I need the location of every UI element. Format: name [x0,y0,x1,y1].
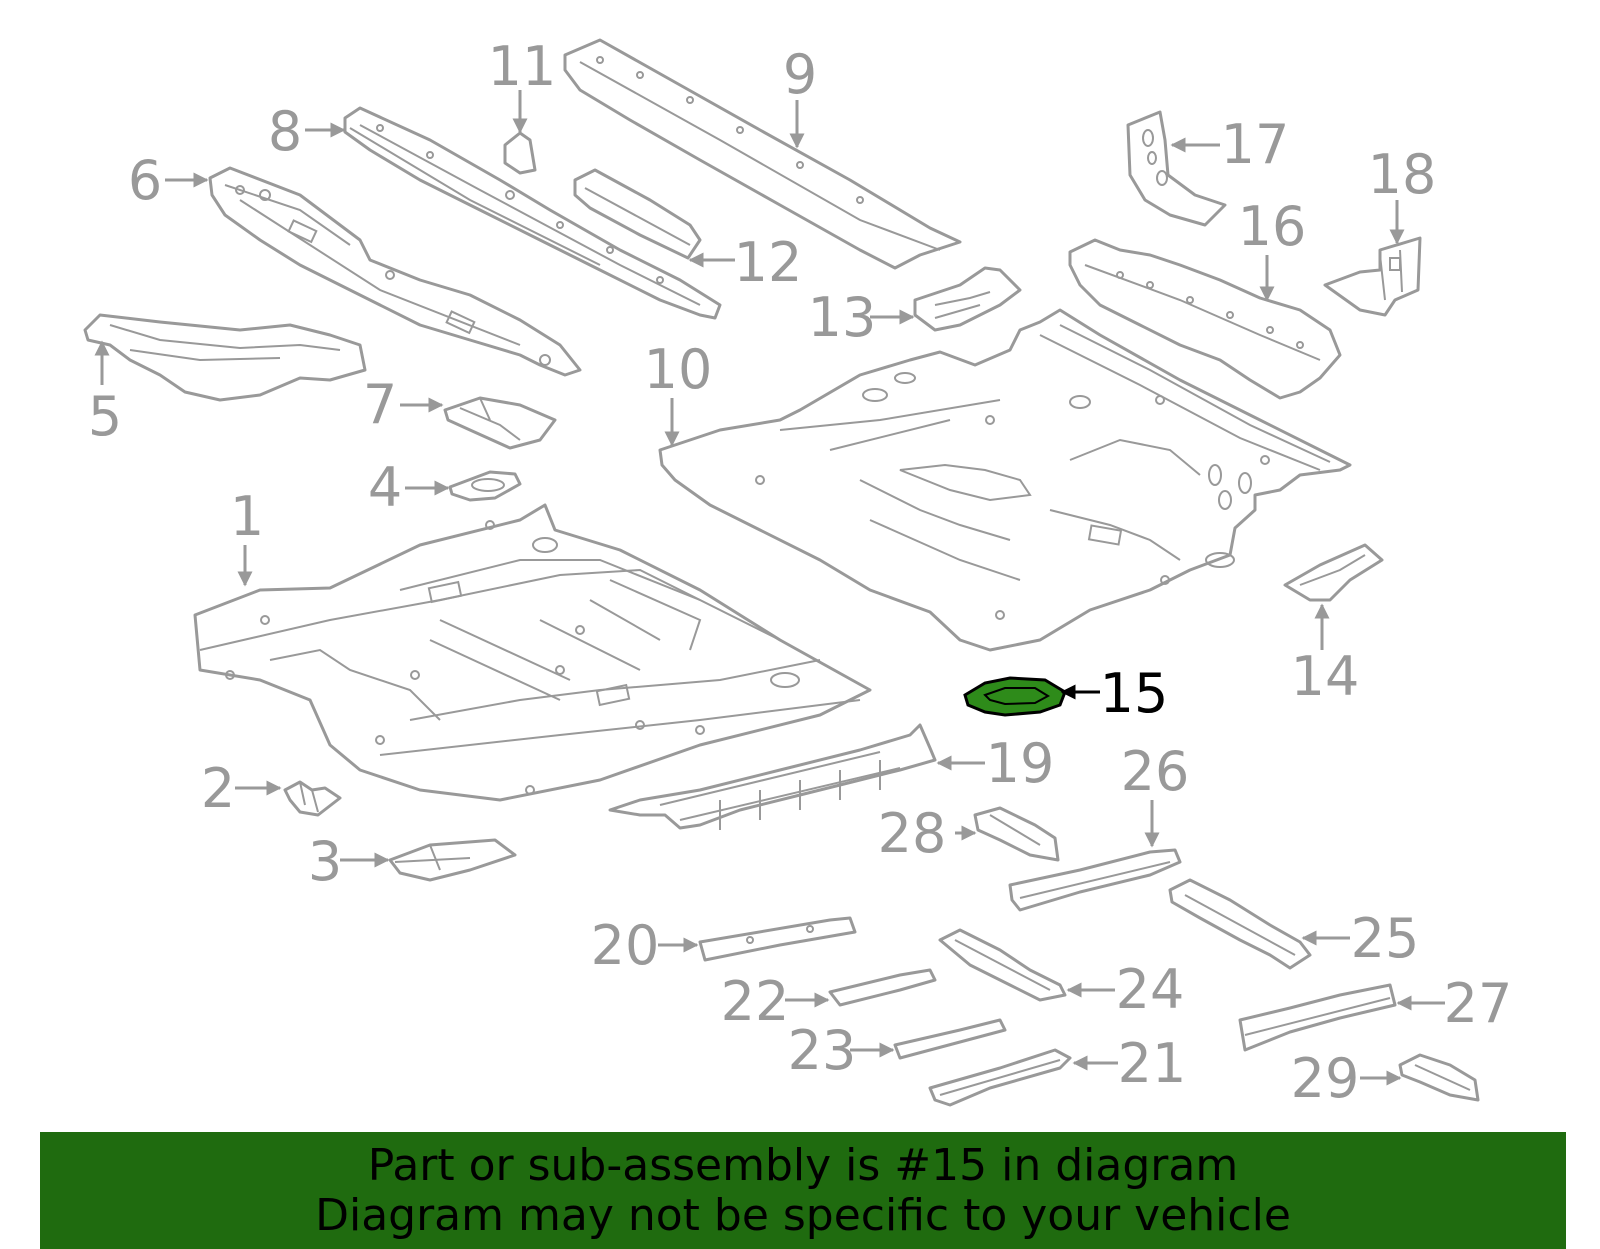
callout-27: 27 [1444,972,1513,1035]
callout-10: 10 [644,338,713,401]
part-18-bracket[interactable] [1323,236,1422,317]
part-3-plate[interactable] [388,838,517,882]
callout-23: 23 [788,1019,857,1082]
callout-7: 7 [363,373,397,436]
callout-21: 21 [1118,1032,1187,1095]
part-10-rear-floor-pan[interactable] [658,308,1352,652]
callout-28: 28 [878,802,947,865]
part-28-bracket[interactable] [973,806,1060,862]
callout-5: 5 [88,385,122,448]
part-26-channel[interactable] [1008,848,1182,912]
part-13-bracket[interactable] [913,266,1022,332]
part-15-highlighted[interactable] [963,676,1067,717]
callout-13: 13 [808,286,877,349]
part-19-crossmember[interactable] [608,723,937,830]
part-17-bracket[interactable] [1126,110,1227,227]
callout-1: 1 [230,485,264,548]
part-29-bracket[interactable] [1398,1053,1480,1102]
callout-2: 2 [201,757,235,820]
callout-15-highlighted: 15 [1100,662,1169,725]
callout-29: 29 [1291,1047,1360,1110]
callout-22: 22 [721,970,790,1033]
part-23-strip[interactable] [893,1018,1007,1060]
part-7-bracket[interactable] [443,396,557,450]
callout-arrows [94,90,1445,1086]
info-banner: Part or sub-assembly is #15 in diagram D… [40,1132,1566,1249]
part-6-side-member[interactable] [208,166,582,377]
part-2-bracket[interactable] [283,780,342,817]
parts-diagram: 1 2 3 4 5 6 7 8 9 10 11 12 13 14 15 16 1… [83,35,1513,1110]
part-24-bracket[interactable] [938,928,1067,1002]
callout-24: 24 [1116,958,1185,1021]
callout-11: 11 [488,35,557,98]
callout-17: 17 [1221,113,1290,176]
part-11-gusset[interactable] [503,131,537,175]
callout-labels: 1 2 3 4 5 6 7 8 9 10 11 12 13 14 15 16 1… [88,35,1513,1110]
callout-9: 9 [783,43,817,106]
banner-line-1: Part or sub-assembly is #15 in diagram [367,1139,1239,1191]
part-1-front-floor-pan[interactable] [193,503,872,802]
part-25-channel[interactable] [1168,878,1312,970]
callout-12: 12 [734,231,803,294]
part-14-bracket[interactable] [1283,543,1384,602]
part-22-strip[interactable] [828,968,937,1007]
callout-4: 4 [368,456,402,519]
callout-3: 3 [308,830,342,893]
callout-6: 6 [128,149,162,212]
part-5-crossmember[interactable] [83,313,367,402]
part-4-bracket[interactable] [448,470,522,502]
callout-25: 25 [1351,907,1420,970]
callout-19: 19 [986,732,1055,795]
part-12-tube[interactable] [573,168,702,260]
callout-18: 18 [1368,143,1437,206]
callout-8: 8 [268,100,302,163]
part-27-channel[interactable] [1238,983,1397,1052]
part-16-panel[interactable] [1068,238,1342,400]
callout-16: 16 [1238,195,1307,258]
part-20-strip[interactable] [698,916,857,962]
callout-26: 26 [1121,740,1190,803]
banner-line-2: Diagram may not be specific to your vehi… [315,1189,1291,1241]
part-8-side-member[interactable] [343,106,722,320]
callout-14: 14 [1291,645,1360,708]
callout-20: 20 [591,914,660,977]
part-21-strip[interactable] [928,1048,1072,1107]
part-9-rail[interactable] [563,38,962,270]
